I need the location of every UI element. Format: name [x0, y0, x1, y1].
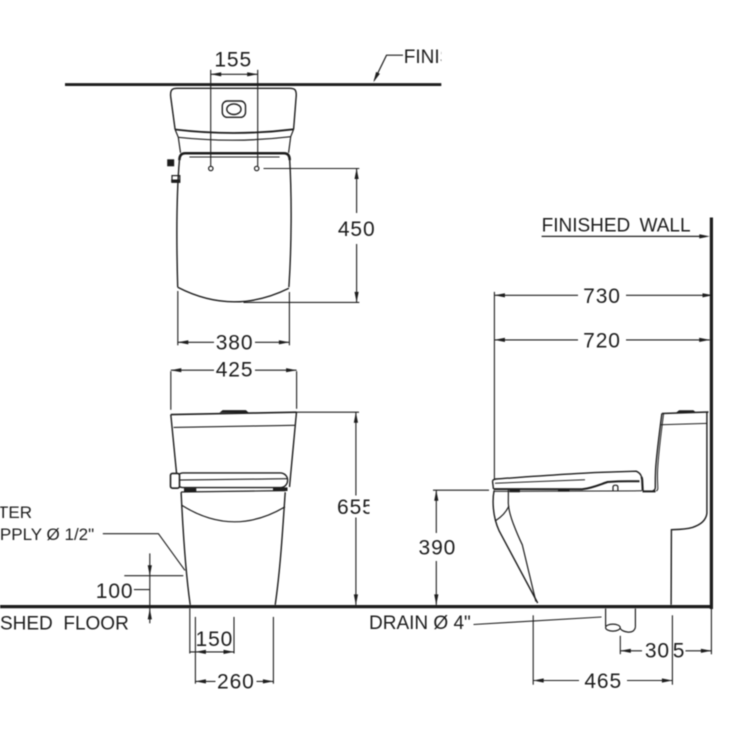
svg-text:SUPPLY Ø 1/2": SUPPLY Ø 1/2" [0, 525, 94, 544]
svg-text:5: 5 [673, 639, 686, 662]
svg-text:425: 425 [216, 358, 254, 381]
svg-text:655: 655 [337, 496, 375, 519]
svg-text:720: 720 [583, 330, 621, 353]
svg-text:155: 155 [214, 49, 252, 72]
svg-text:DRAIN Ø 4": DRAIN Ø 4" [369, 613, 471, 634]
svg-text:465: 465 [584, 670, 622, 693]
svg-text:FINISHED WALL: FINISHED WALL [404, 47, 554, 68]
svg-text:730: 730 [583, 285, 621, 308]
svg-text:30: 30 [645, 639, 670, 662]
svg-text:WALL: WALL [640, 216, 691, 237]
svg-text:100: 100 [96, 580, 134, 603]
svg-text:260: 260 [217, 671, 255, 694]
svg-text:WATER: WATER [0, 503, 32, 522]
svg-text:FINISHED: FINISHED [542, 216, 631, 237]
svg-text:FINISHED FLOOR: FINISHED FLOOR [0, 613, 129, 634]
svg-text:450: 450 [338, 218, 376, 241]
svg-text:390: 390 [419, 537, 457, 560]
svg-text:150: 150 [196, 628, 234, 651]
svg-text:380: 380 [216, 332, 254, 355]
